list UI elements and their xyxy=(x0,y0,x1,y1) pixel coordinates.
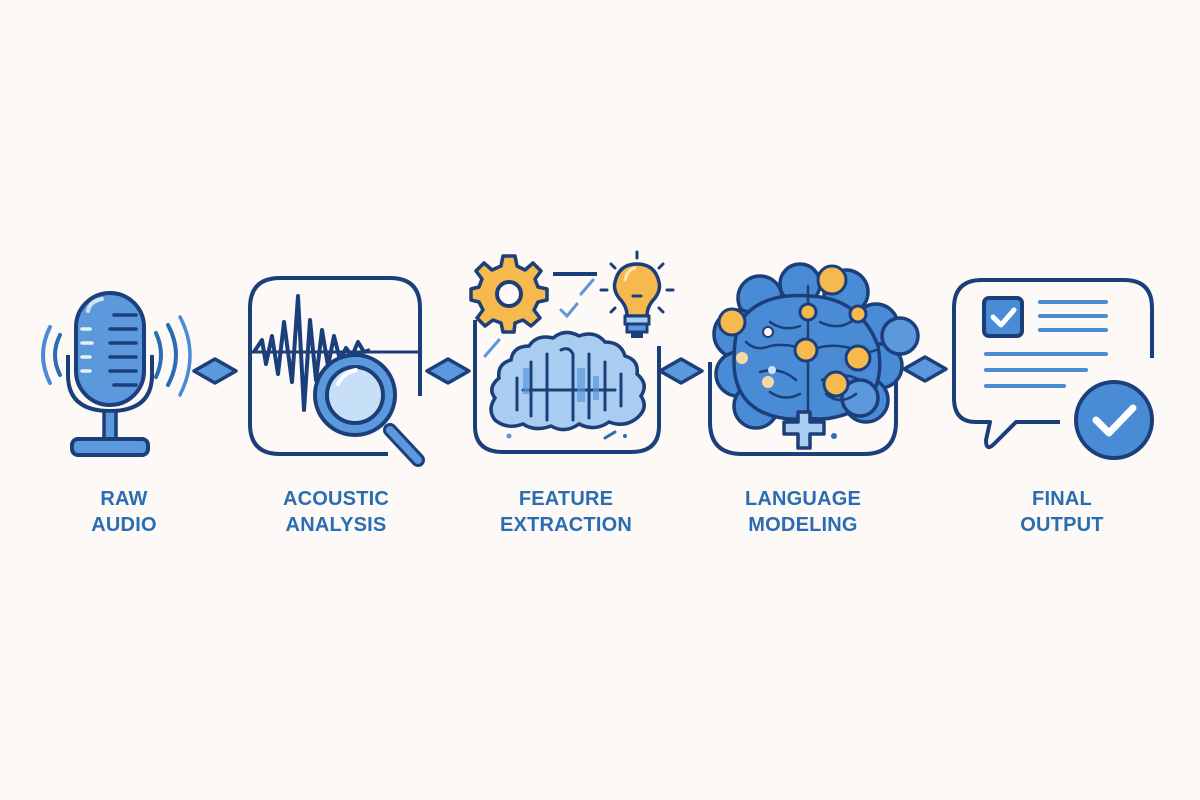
connector-diamond-4 xyxy=(902,355,948,383)
connector-diamond-2 xyxy=(425,357,471,385)
connector-diamond-1 xyxy=(192,357,238,385)
step-label-feature-extraction: FEATURE EXTRACTION xyxy=(500,488,632,536)
waveform-magnifier-icon xyxy=(248,276,425,467)
step-label-language-modeling: LANGUAGE MODELING xyxy=(744,488,862,536)
brain-gear-lightbulb-icon xyxy=(469,250,675,454)
step-label-raw-audio: RAW AUDIO xyxy=(91,488,157,536)
document-check-icon xyxy=(952,278,1154,460)
step-label-final-output: FINAL OUTPUT xyxy=(1020,488,1104,536)
neural-brain-icon xyxy=(708,262,920,456)
connector-diamond-3 xyxy=(658,357,704,385)
microphone-icon xyxy=(41,291,192,457)
step-label-acoustic-analysis: ACOUSTIC ANALYSIS xyxy=(282,488,390,536)
